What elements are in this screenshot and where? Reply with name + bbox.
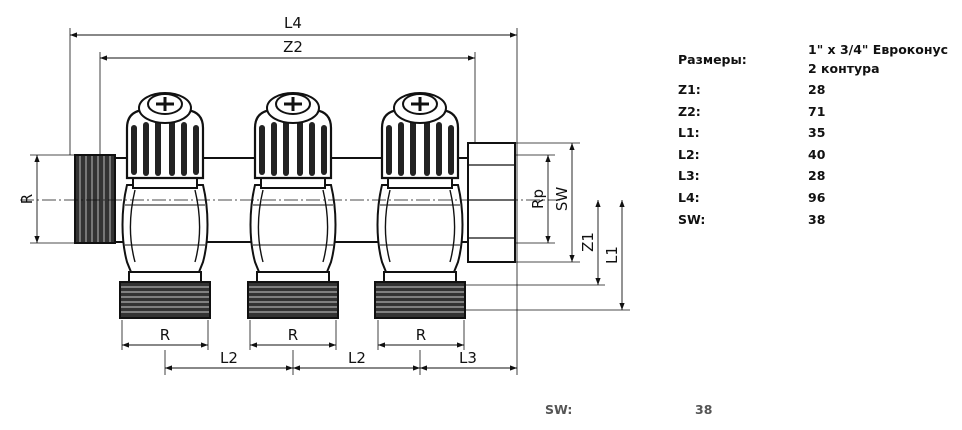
spec-value: 40 [808,146,826,162]
spec-label: Z1: [678,82,701,97]
dim-label-z1: Z1 [579,232,597,252]
dimension-lines [34,32,625,371]
dim-label-r2: R [288,326,298,344]
dim-label-rp: Rp [529,189,547,209]
dim-label-z2: Z2 [283,38,303,56]
spec-value-line2: 2 контура [808,61,880,76]
dim-label-r-left: R [18,194,36,204]
spec-label: SW: [678,211,706,227]
spec-label: L4: [678,189,700,205]
spec-value: 71 [808,103,826,119]
spec-value: 38 [808,211,826,227]
dim-label-l3: L3 [459,349,477,367]
spec-label: Z2: [678,103,701,119]
valve-2 [246,91,340,320]
valve-3 [373,91,467,320]
dim-label-l4: L4 [284,14,302,32]
spec-value: 28 [808,82,826,97]
dim-label-r3: R [416,326,426,344]
spec-value: 28 [808,168,826,184]
footer-sw-label: SW: [545,402,573,417]
valve-1 [118,91,212,320]
spec-value: 96 [808,189,826,205]
spec-value: 1" x 3/4" Евроконус 2 контура [808,40,948,78]
spec-label: L3: [678,168,700,184]
dim-label-l1: L1 [603,246,621,264]
footer-sw-value: 38 [695,402,713,417]
dim-label-l2-b: L2 [348,349,366,367]
spec-value: 35 [808,125,826,141]
spec-label: Размеры: [678,52,747,67]
dim-label-sw: SW [553,187,571,212]
dim-label-l2-a: L2 [220,349,238,367]
spec-label: L2: [678,146,700,162]
spec-label: L1: [678,125,700,141]
spec-value-line1: 1" x 3/4" Евроконус [808,42,949,57]
dim-label-r1: R [160,326,170,344]
